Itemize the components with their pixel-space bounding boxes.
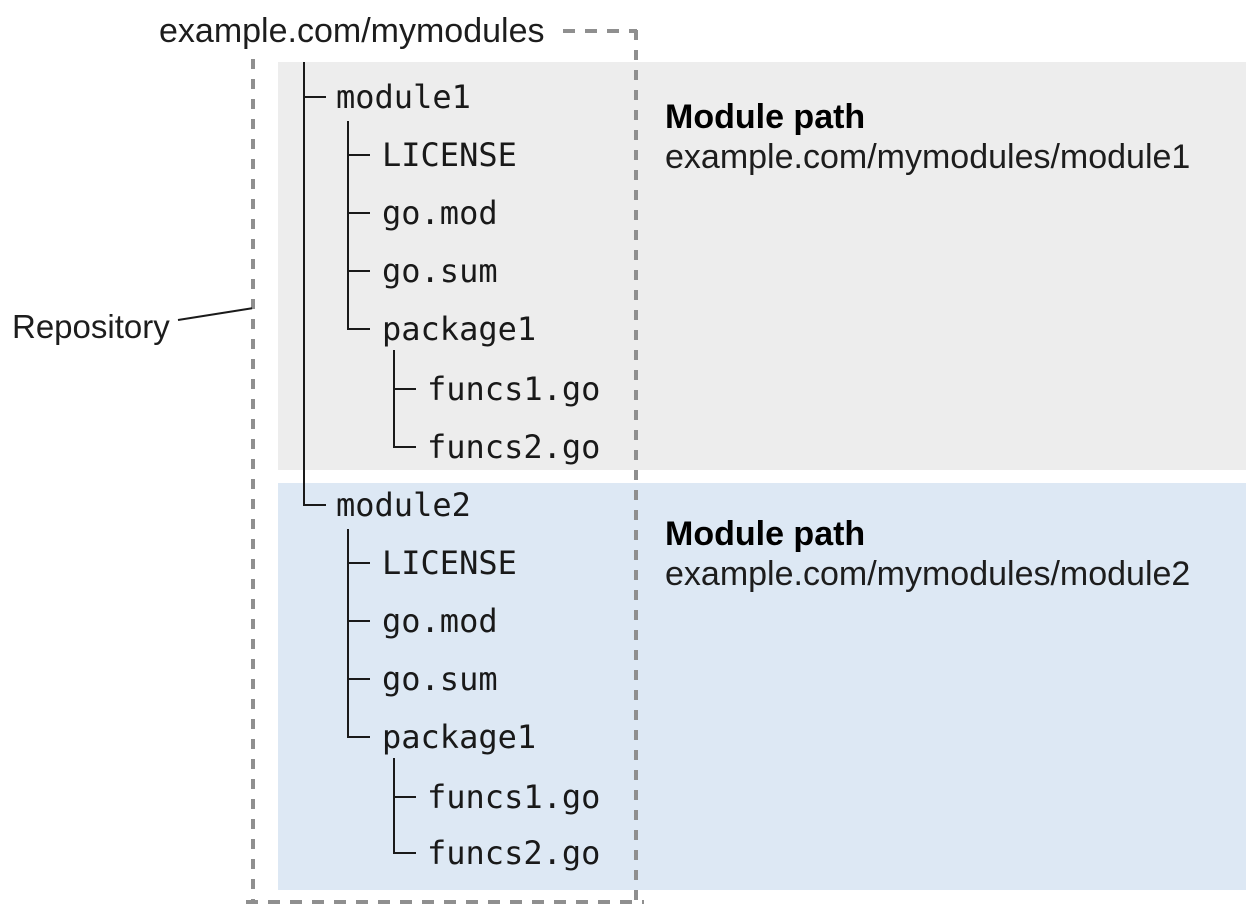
tree-item-package1: package1 <box>382 310 537 348</box>
module1-tick-funcs1 <box>393 388 416 390</box>
tree-item-funcs2go: funcs2.go <box>427 834 601 872</box>
tree-item-module1: module1 <box>336 78 471 116</box>
tree-tick-module1 <box>303 96 326 98</box>
module1-elbow-package1 <box>347 328 370 330</box>
tree-item-funcs1go: funcs1.go <box>427 370 601 408</box>
module1-package1-branch-line <box>393 350 395 448</box>
module2-tick-license <box>347 562 370 564</box>
module2-path-block: Module path example.com/mymodules/module… <box>665 514 1190 594</box>
module2-path-title: Module path <box>665 515 866 553</box>
module2-panel <box>278 483 1246 890</box>
module1-branch-line <box>347 121 349 330</box>
tree-item-funcs1go: funcs1.go <box>427 778 601 816</box>
tree-item-license: LICENSE <box>382 544 517 582</box>
module1-path-title: Module path <box>665 98 866 136</box>
tree-trunk-line <box>303 62 305 506</box>
module2-tick-gomod <box>347 620 370 622</box>
tree-item-package1: package1 <box>382 718 537 756</box>
repo-border-right <box>634 30 638 904</box>
repository-label: Repository <box>12 308 170 345</box>
tree-item-module2: module2 <box>336 486 471 524</box>
module1-tick-gosum <box>347 270 370 272</box>
module1-elbow-funcs2 <box>393 446 416 448</box>
tree-item-gomod: go.mod <box>382 602 498 640</box>
module2-elbow-funcs2 <box>393 852 416 854</box>
module1-tick-gomod <box>347 212 370 214</box>
repository-pointer-line <box>177 307 253 321</box>
tree-elbow-module2 <box>303 504 326 506</box>
module2-tick-funcs1 <box>393 796 416 798</box>
module1-path-value: example.com/mymodules/module1 <box>665 138 1191 176</box>
repo-border-top <box>563 29 637 33</box>
module1-path-block: Module path example.com/mymodules/module… <box>665 97 1190 177</box>
module2-path-value: example.com/mymodules/module2 <box>665 555 1191 593</box>
module2-elbow-package1 <box>347 736 370 738</box>
tree-item-gomod: go.mod <box>382 194 498 232</box>
repo-border-left <box>251 59 255 904</box>
tree-item-funcs2go: funcs2.go <box>427 428 601 466</box>
tree-item-gosum: go.sum <box>382 660 498 698</box>
module2-package1-branch-line <box>393 758 395 854</box>
repo-root-label: example.com/mymodules <box>159 12 545 50</box>
module1-tick-license <box>347 154 370 156</box>
tree-item-gosum: go.sum <box>382 252 498 290</box>
module1-panel <box>278 62 1246 470</box>
tree-item-license: LICENSE <box>382 136 517 174</box>
module2-branch-line <box>347 529 349 738</box>
module2-tick-gosum <box>347 678 370 680</box>
repo-border-bottom <box>246 900 644 904</box>
